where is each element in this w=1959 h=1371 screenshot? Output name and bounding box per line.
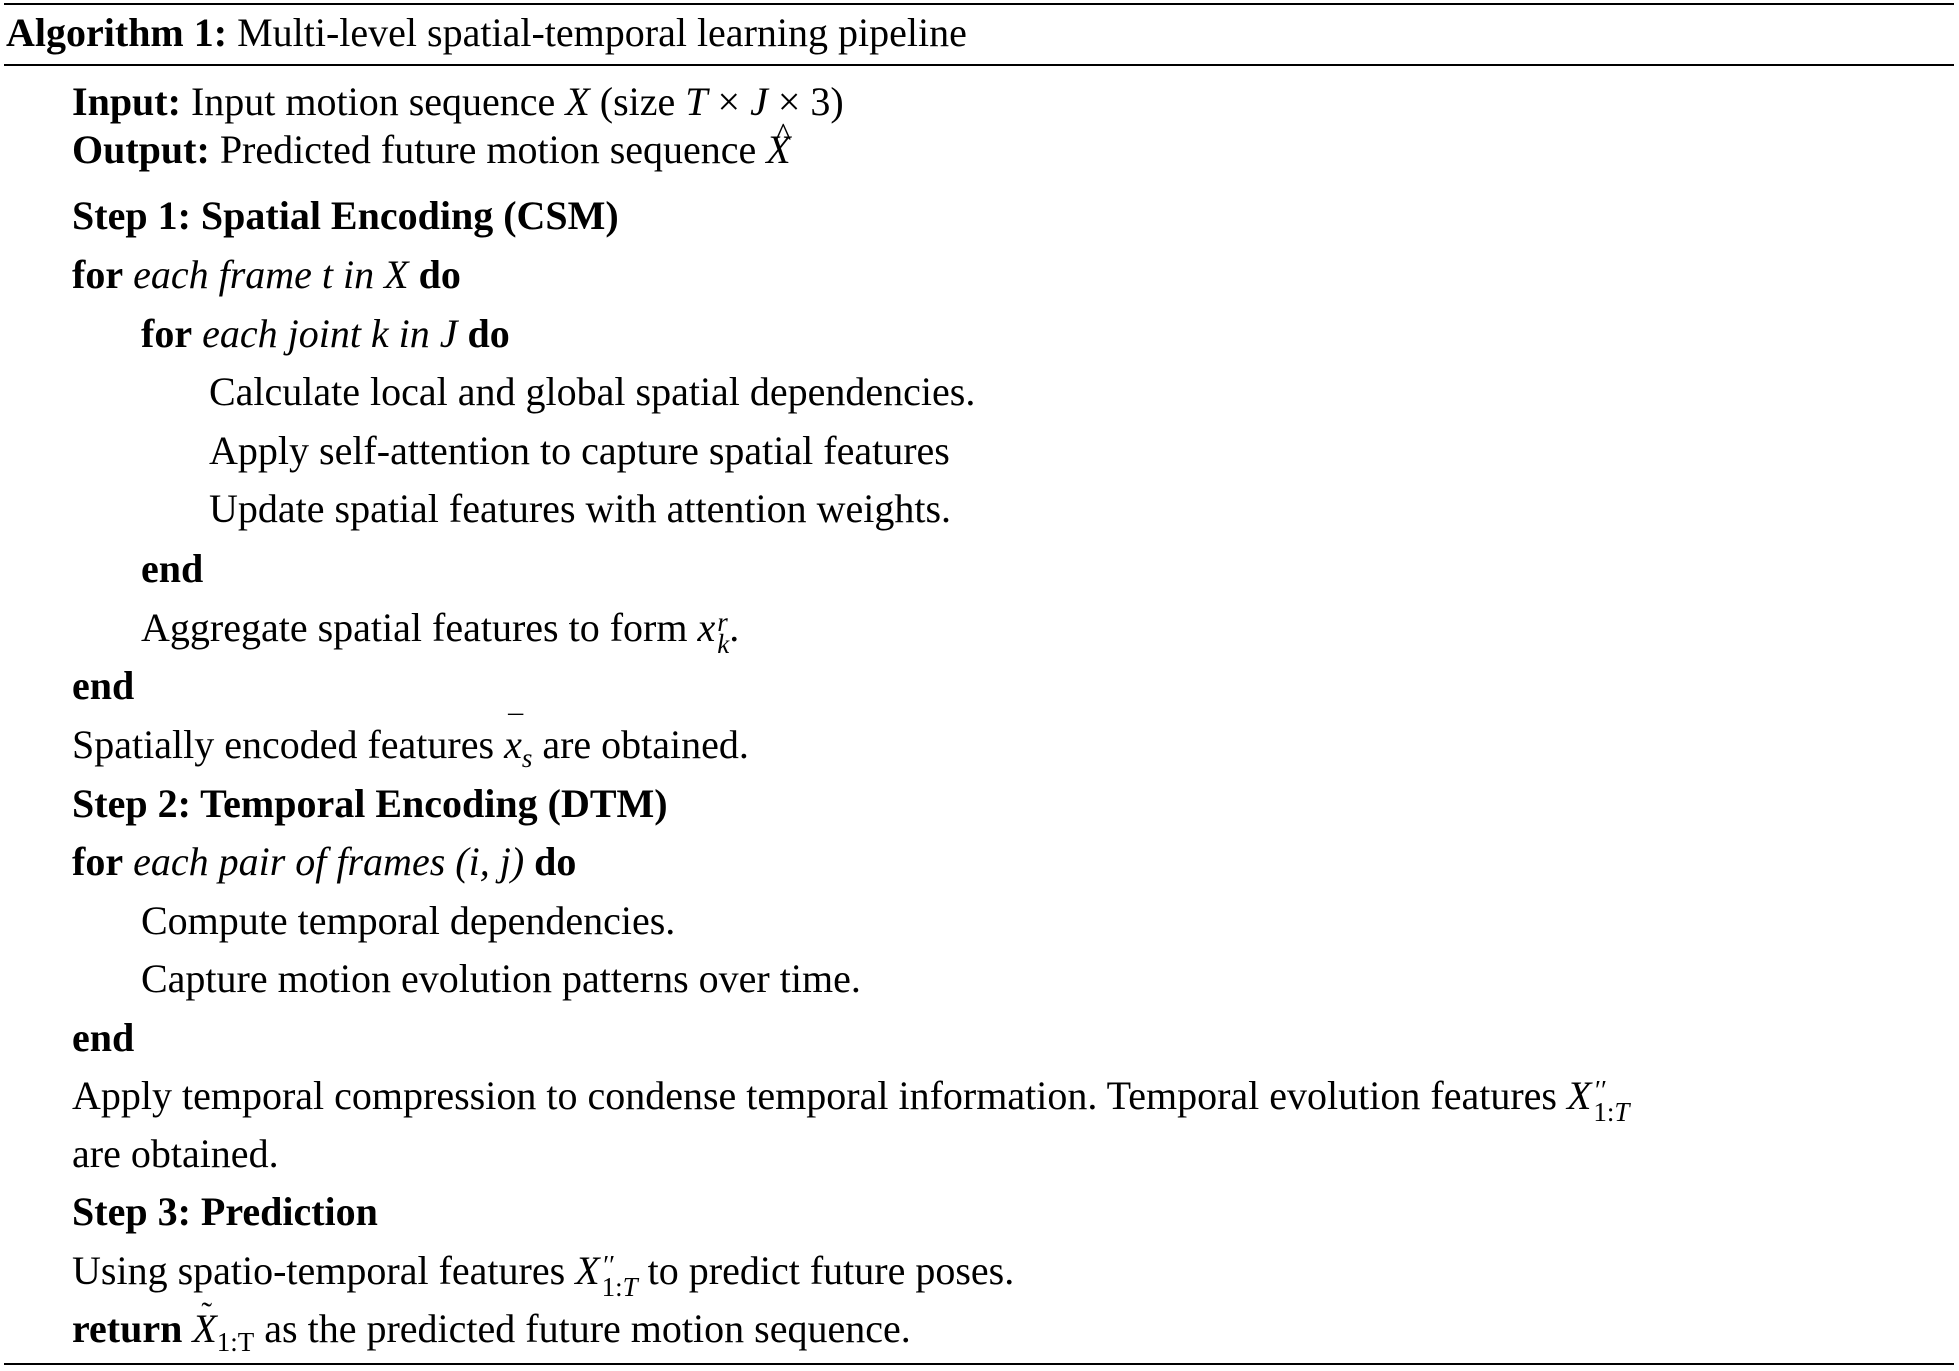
return-line: return X˜1:T as the predicted future mot… <box>72 1295 911 1357</box>
step2-heading: Step 2: Temporal Encoding (DTM) <box>72 781 668 826</box>
step2-line-a: Compute temporal dependencies. <box>141 898 676 943</box>
end-pair-loop: end <box>72 1015 135 1060</box>
end-joint-loop: end <box>141 546 204 591</box>
step1-line-a: Calculate local and global spatial depen… <box>209 369 976 414</box>
top-rule <box>4 3 1954 5</box>
for-pair-line: for each pair of frames (i, j) do <box>72 839 577 884</box>
for-joint-line: for each joint k in J do <box>141 311 510 356</box>
algorithm-label: Algorithm 1: <box>6 10 228 55</box>
algorithm-title: Multi-level spatial-temporal learning pi… <box>237 10 967 55</box>
caption-rule <box>4 64 1954 66</box>
step2-line-b: Capture motion evolution patterns over t… <box>141 956 861 1001</box>
step2-line-d: are obtained. <box>72 1131 279 1176</box>
input-line: Input: Input motion sequence X (size T ×… <box>72 79 844 124</box>
output-line: Output: Predicted future motion sequence… <box>72 117 792 172</box>
for-frame-line: for each frame t in X do <box>72 252 461 297</box>
step2-line-c: Apply temporal compression to condense t… <box>72 1073 1630 1127</box>
step1-line-b: Apply self-attention to capture spatial … <box>209 428 950 473</box>
algorithm-caption: Algorithm 1: Multi-level spatial-tempora… <box>6 9 967 57</box>
step3-heading: Step 3: Prediction <box>72 1189 378 1234</box>
step1-line-c: Update spatial features with attention w… <box>209 486 952 531</box>
step1-heading: Step 1: Spatial Encoding (CSM) <box>72 193 619 238</box>
step3-line-a: Using spatio-temporal features X′′1:T to… <box>72 1248 1015 1302</box>
spatial-encoded-line: Spatially encoded features x¯s are obtai… <box>72 710 749 773</box>
end-frame-loop: end <box>72 663 135 708</box>
bottom-rule <box>4 1363 1954 1365</box>
